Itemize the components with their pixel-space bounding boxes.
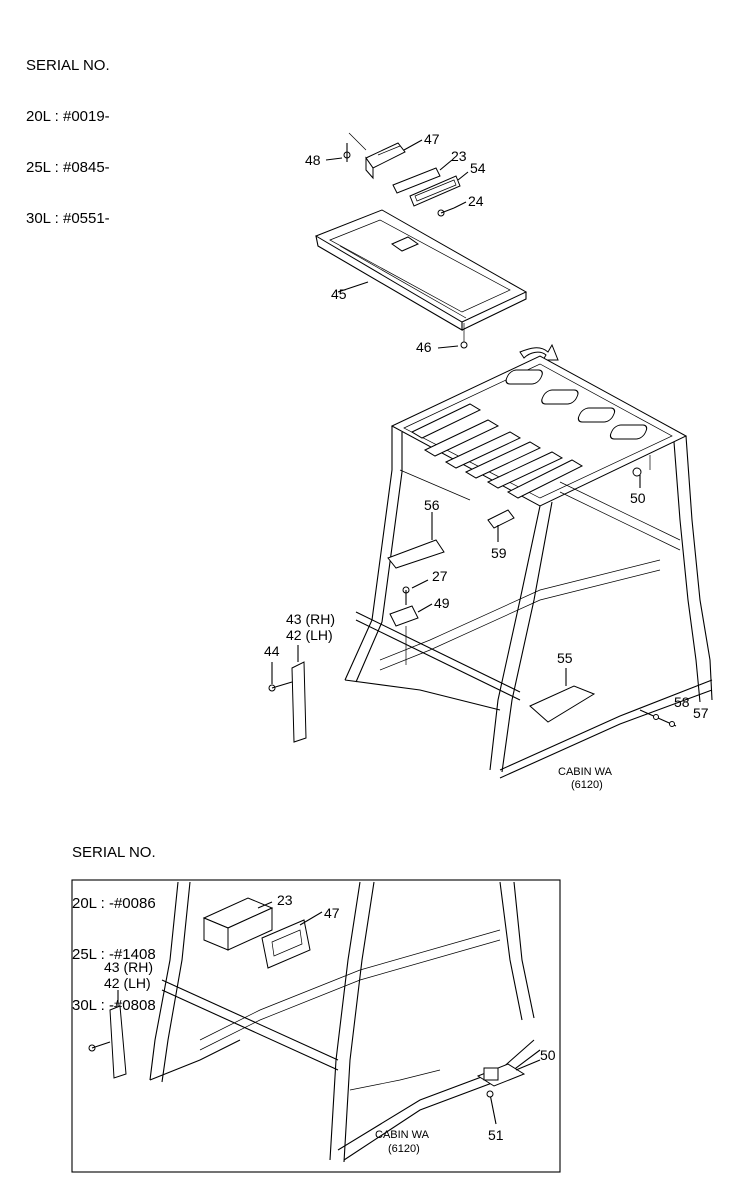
- arrow-up-icon: [519, 343, 559, 361]
- part-label-55: 55: [557, 650, 573, 666]
- part-label-47-bottom: 47: [324, 905, 340, 921]
- part-label-59: 59: [491, 545, 507, 561]
- cabin-frame-bottom: [149, 881, 541, 1163]
- part-label-50: 50: [630, 490, 646, 506]
- bolt-50: [632, 455, 651, 488]
- plate-56: [387, 512, 445, 569]
- mat-55: [529, 668, 596, 723]
- cabin-frame-top: [344, 355, 713, 779]
- part-label-42-lh-bottom: 42 (LH): [104, 975, 151, 991]
- part-label-54: 54: [470, 160, 486, 176]
- screw-24: [437, 201, 467, 217]
- serial-line-30l: 30L : #0551-: [26, 210, 110, 227]
- serial-line-20l: 20L : #0019-: [26, 108, 110, 125]
- cabin-name-top: CABIN WA: [558, 766, 613, 778]
- serial-heading: SERIAL NO.: [72, 844, 156, 861]
- part-label-50-bottom: 50: [540, 1047, 556, 1063]
- serial-number-block-top: SERIAL NO. 20L : #0019- 25L : #0845- 30L…: [26, 23, 110, 244]
- part-label-57: 57: [693, 705, 709, 721]
- cabin-name-bottom: CABIN WA: [375, 1129, 430, 1141]
- strip-43-42: [291, 645, 307, 743]
- bolt-27: [402, 579, 429, 605]
- cabin-code-top: (6120): [571, 779, 603, 791]
- part-label-27: 27: [432, 568, 448, 584]
- grommet-46: [437, 323, 468, 349]
- part-label-45: 45: [331, 286, 347, 302]
- part-label-23-bottom: 23: [277, 892, 293, 908]
- part-label-51-bottom: 51: [488, 1127, 504, 1143]
- box-23: [202, 897, 274, 951]
- part-label-58: 58: [674, 694, 690, 710]
- part-label-48: 48: [305, 152, 321, 168]
- part-label-46: 46: [416, 339, 432, 355]
- part-label-24: 24: [468, 193, 484, 209]
- bolt-48: [325, 132, 367, 162]
- bracket-47-bottom: [261, 911, 323, 969]
- part-label-47: 47: [424, 131, 440, 147]
- part-label-43-rh: 43 (RH): [286, 611, 335, 627]
- bracket-49: [389, 603, 433, 665]
- part-label-42-lh: 42 (LH): [286, 627, 333, 643]
- cabin-code-bottom: (6120): [388, 1143, 420, 1155]
- serial-number-block-bottom: SERIAL NO. 20L : -#0086 25L : -#1408 30L…: [72, 810, 156, 1031]
- serial-line-25l: 25L : #0845-: [26, 159, 110, 176]
- hinge-50: [476, 1059, 541, 1087]
- bolt-58-57: [639, 709, 677, 727]
- plate-54: [409, 171, 469, 207]
- part-label-43-rh-bottom: 43 (RH): [104, 959, 153, 975]
- serial-heading: SERIAL NO.: [26, 57, 110, 74]
- part-label-49: 49: [434, 595, 450, 611]
- serial-line-20l: 20L : -#0086: [72, 895, 156, 912]
- pad-23: [392, 159, 453, 194]
- lamp-59: [487, 509, 515, 542]
- part-label-56: 56: [424, 497, 440, 513]
- part-label-44: 44: [264, 643, 280, 659]
- strip-43-42-bottom: [88, 990, 127, 1079]
- roof-windows: [410, 369, 648, 499]
- part-label-23: 23: [451, 148, 467, 164]
- bolt-51: [486, 1090, 497, 1125]
- inset-frame: [71, 879, 561, 1173]
- serial-line-25l: 25L : -#1408: [72, 946, 156, 963]
- screw-44: [268, 662, 293, 692]
- roof-panel-45: [314, 209, 528, 331]
- bracket-47: [365, 139, 423, 180]
